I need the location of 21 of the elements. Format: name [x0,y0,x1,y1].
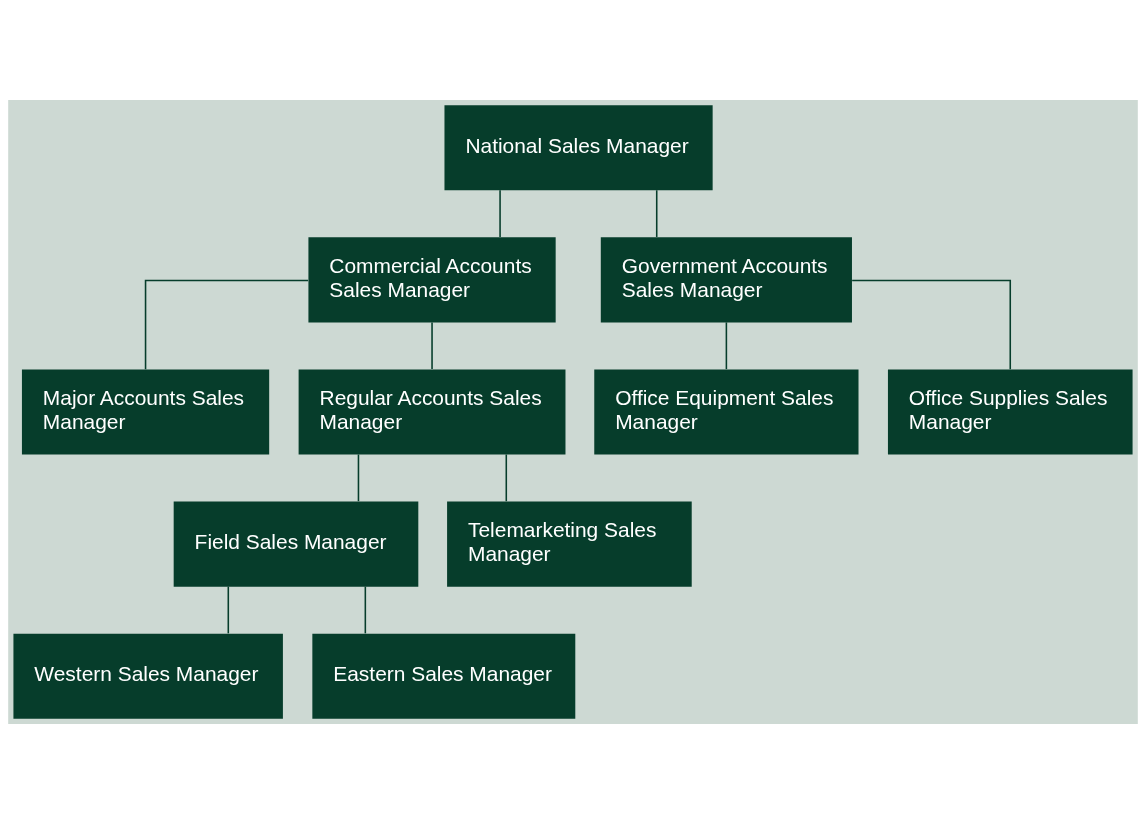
connector [364,585,367,635]
node-box: Government Accounts Sales Manager [600,237,852,323]
node-box: Office Supplies Sales Manager [887,369,1133,455]
node-box: Office Equipment Sales Manager [594,369,859,455]
connector [725,321,728,370]
node-box: Telemarketing Sales Manager [447,501,692,587]
connector [655,189,658,238]
node-box: Eastern Sales Manager [312,633,576,719]
connector [431,321,433,370]
node-box: Major Accounts Sales Manager [21,369,270,455]
connector [144,279,309,371]
connector [357,453,360,502]
node-box: Commercial Accounts Sales Manager [308,237,556,323]
node-box: Western Sales Manager [13,633,283,719]
connector [851,279,1012,371]
node-box: National Sales Manager [444,105,713,191]
connector [499,189,501,238]
node-box: Regular Accounts Sales Manager [298,369,566,455]
connector [227,585,230,635]
connector [505,453,508,502]
node-box: Field Sales Manager [173,501,419,587]
